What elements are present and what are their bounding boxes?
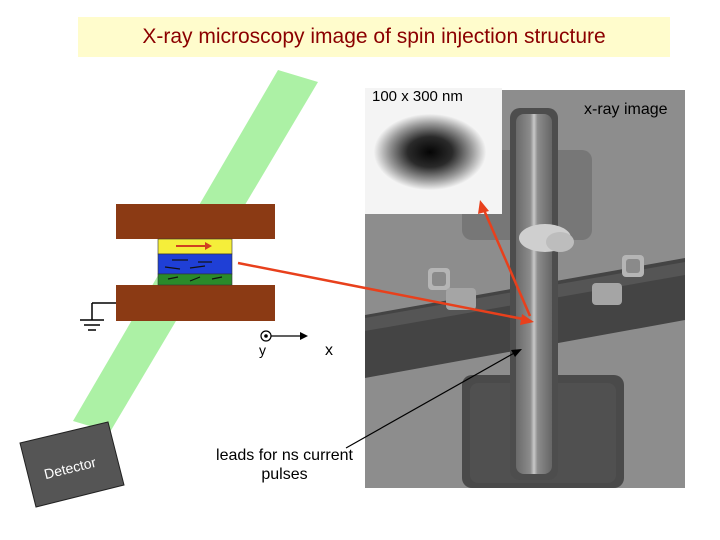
leads-label: leads for ns current pulses	[212, 446, 357, 484]
axis-y-label: y	[259, 342, 266, 358]
spin-layer-middle	[158, 254, 232, 274]
top-electrode	[116, 204, 275, 239]
spot-inset	[365, 88, 502, 214]
ground-icon	[80, 303, 116, 330]
scale-label: 100 x 300 nm	[372, 88, 463, 105]
page-title: X-ray microscopy image of spin injection…	[78, 17, 670, 57]
bottom-electrode	[116, 285, 275, 321]
axis-x-label: x	[325, 342, 333, 360]
axis-indicator	[261, 331, 308, 341]
xray-image-label: x-ray image	[584, 101, 668, 119]
sample-schematic	[116, 204, 275, 321]
